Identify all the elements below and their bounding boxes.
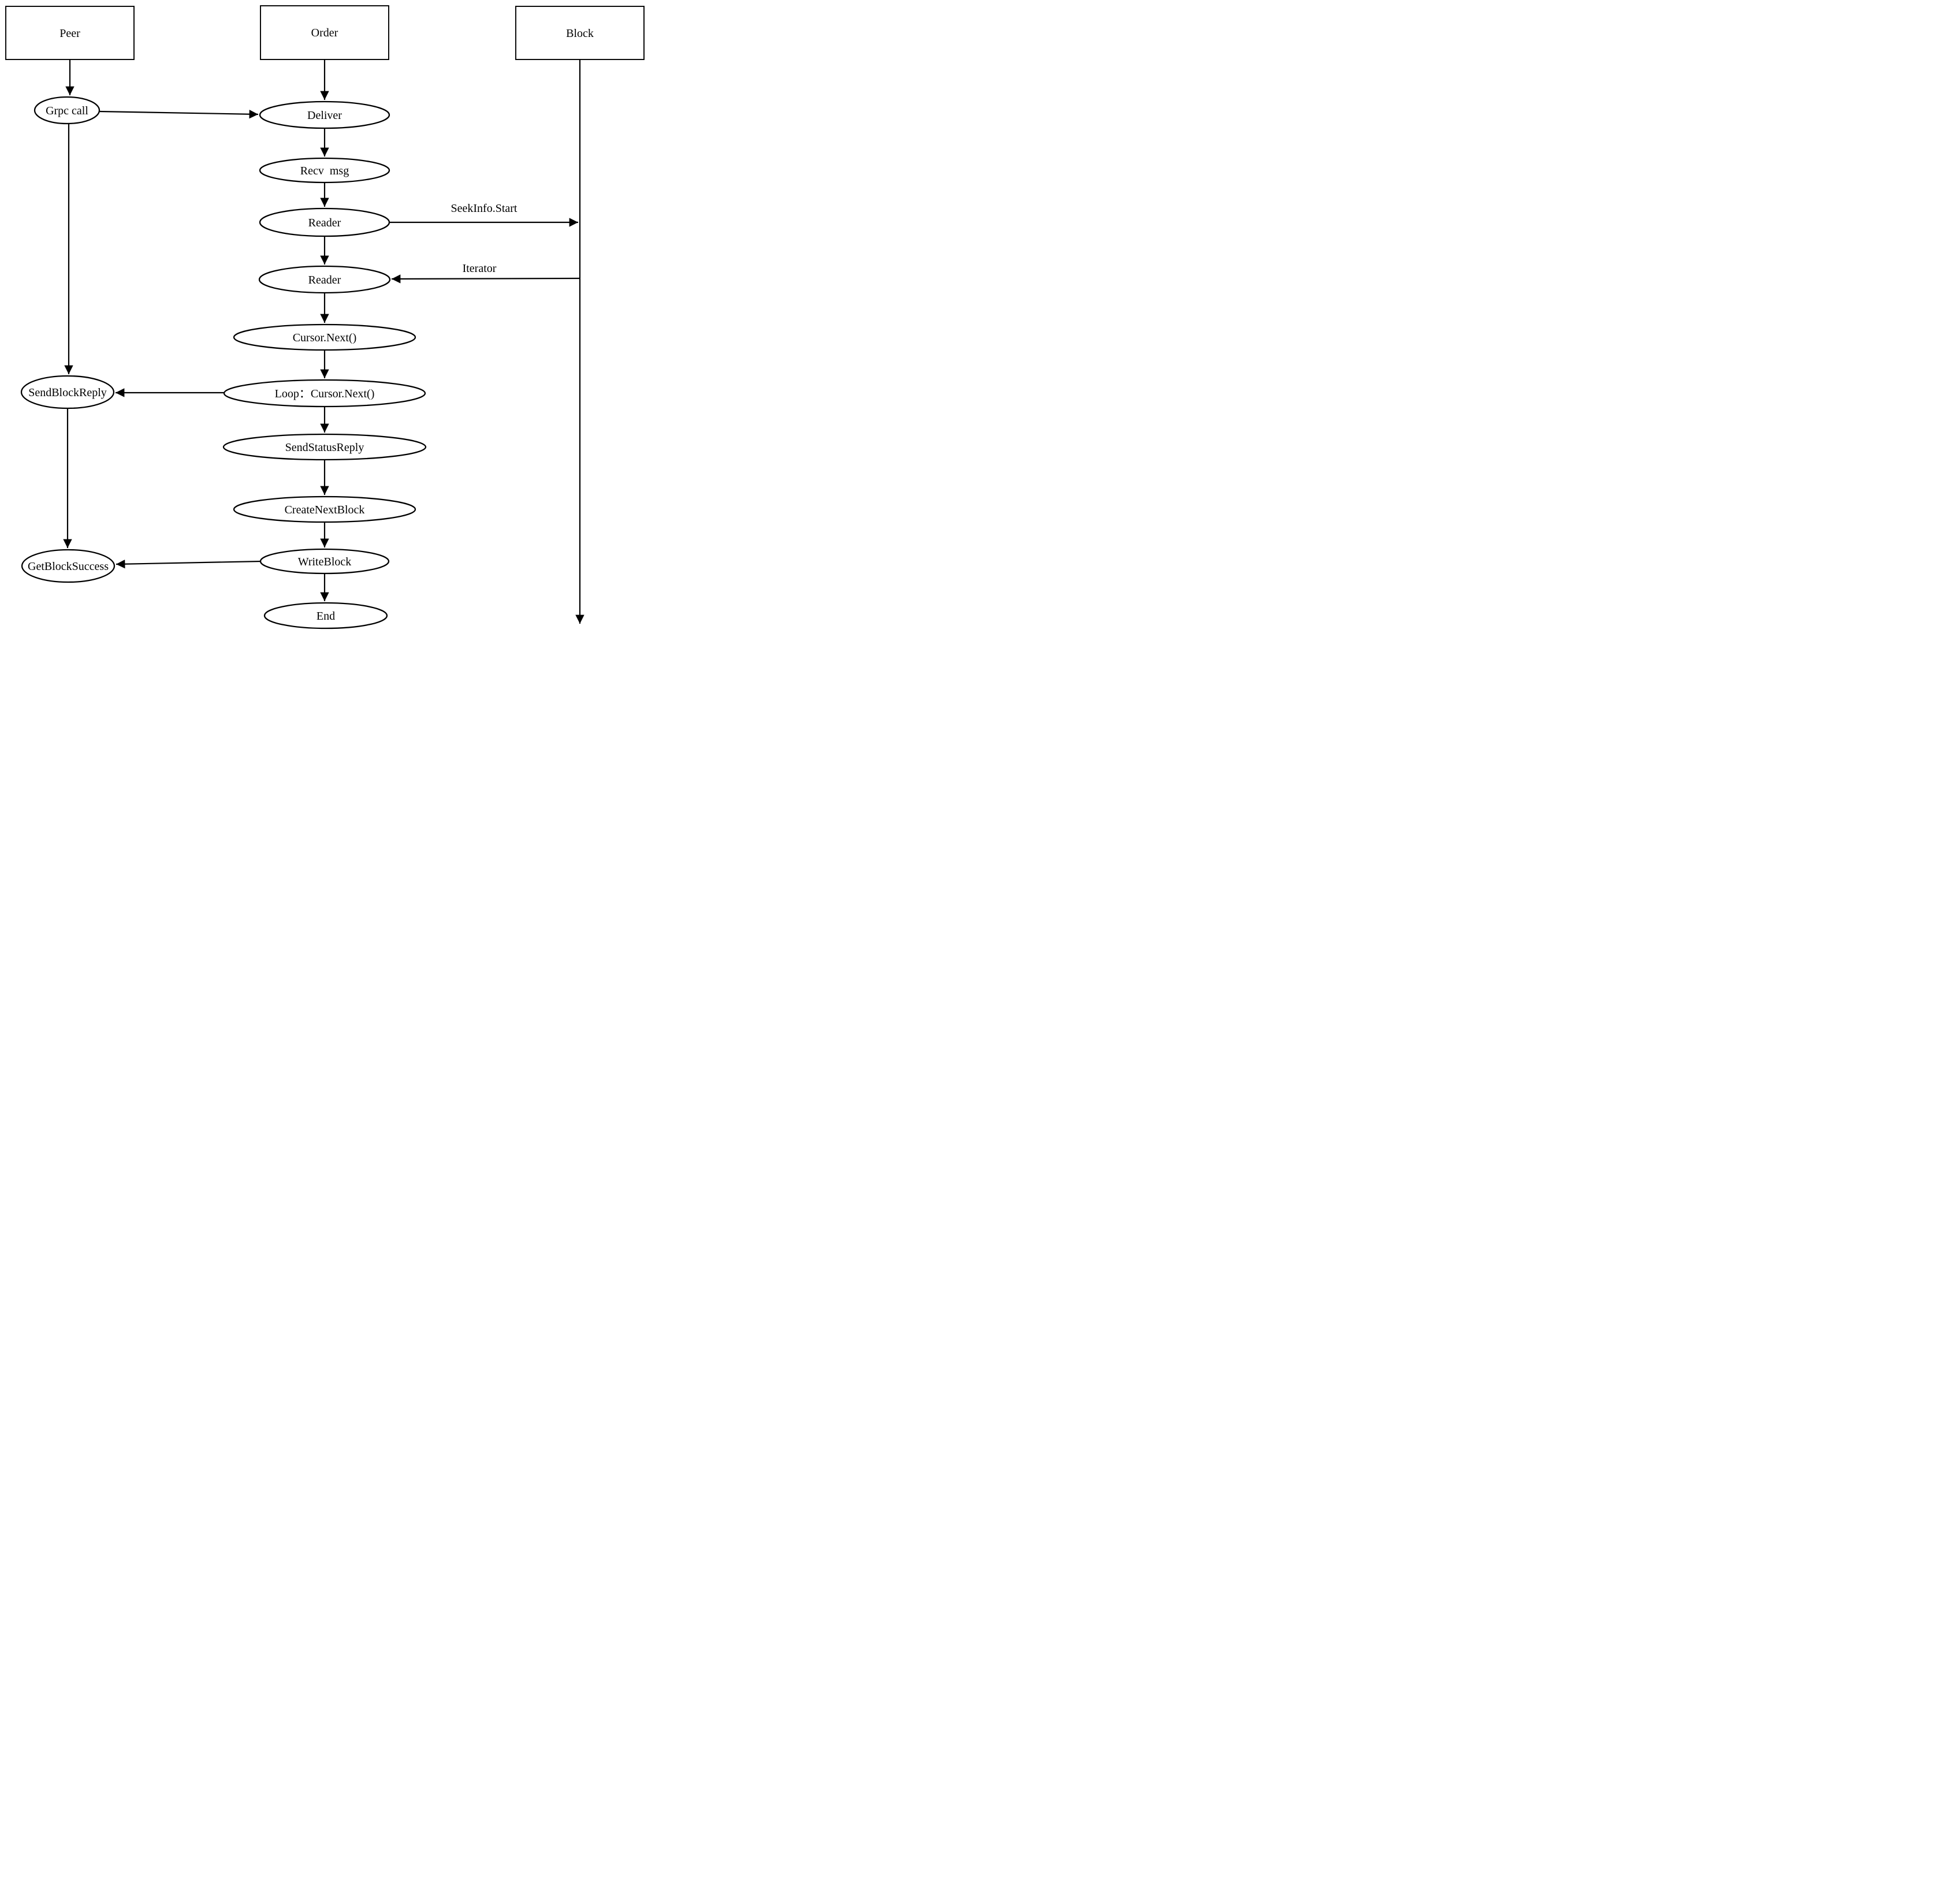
node-cursor-next: Cursor.Next() <box>233 323 416 351</box>
end-label: End <box>317 610 335 623</box>
node-get-block-success: GetBlockSuccess <box>21 549 116 583</box>
loop-cursor-next-label: Loop：Cursor.Next() <box>275 387 375 400</box>
send-block-reply-label: SendBlockReply <box>28 386 107 399</box>
recv-msg-label: Recv msg <box>300 165 349 177</box>
node-block: Block <box>515 6 645 60</box>
node-deliver: Deliver <box>259 100 390 129</box>
iterator-edge-label: Iterator <box>463 262 497 275</box>
grpc-call-ellipse <box>33 96 100 125</box>
flowchart-svg: Peer Order Block Grpc call Deliver Recv … <box>5 5 645 629</box>
block-box <box>515 6 645 60</box>
node-write-block: WriteBlock <box>259 548 390 575</box>
write-block-label: WriteBlock <box>298 556 352 568</box>
node-loop-cursor-next: Loop：Cursor.Next() <box>223 379 426 408</box>
node-reader-2: Reader <box>258 265 391 294</box>
node-reader-1: Reader <box>259 207 390 237</box>
edge-grpc-call-to-deliver <box>99 110 259 119</box>
node-send-status-reply: SendStatusReply <box>222 433 427 461</box>
end-ellipse <box>263 602 388 629</box>
order-box <box>260 5 389 60</box>
node-recv-msg: Recv msg <box>259 157 390 184</box>
peer-box <box>5 6 135 60</box>
node-order: Order <box>260 5 389 60</box>
node-grpc-call: Grpc call <box>33 96 100 125</box>
get-block-success-label: GetBlockSuccess <box>28 560 109 573</box>
node-peer: Peer <box>5 6 135 60</box>
edge-block-to-reader-2-iterator <box>391 274 580 284</box>
grpc-call-label: Grpc call <box>46 105 88 117</box>
node-create-next-block: CreateNextBlock <box>233 495 416 523</box>
reader-1-label: Reader <box>308 217 341 229</box>
flowchart-canvas: Peer Order Block Grpc call Deliver Recv … <box>0 0 650 635</box>
deliver-label: Deliver <box>307 109 342 122</box>
get-block-success-ellipse <box>21 549 116 583</box>
peer-label: Peer <box>59 27 80 40</box>
block-label: Block <box>566 27 594 40</box>
cursor-next-label: Cursor.Next() <box>293 331 357 344</box>
send-status-reply-label: SendStatusReply <box>285 441 364 454</box>
node-send-block-reply: SendBlockReply <box>20 375 115 409</box>
node-end: End <box>263 602 388 629</box>
edge-write-block-to-get-block-success <box>116 559 262 569</box>
create-next-block-label: CreateNextBlock <box>285 504 365 516</box>
seekinfo-start-edge-label: SeekInfo.Start <box>451 202 517 215</box>
reader-2-label: Reader <box>308 274 341 286</box>
order-label: Order <box>311 27 338 39</box>
